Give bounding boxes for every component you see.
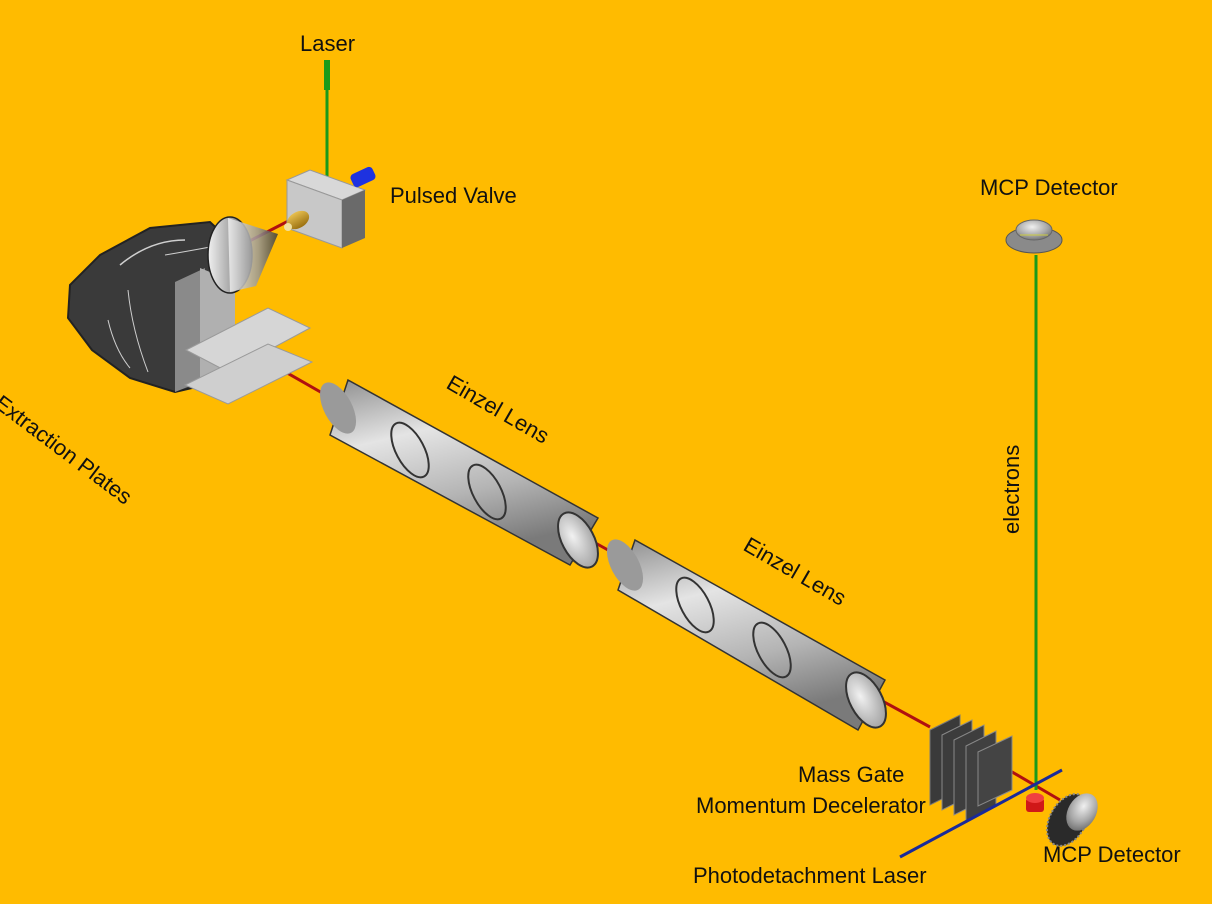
label-mass-gate: Mass Gate [798, 762, 905, 787]
label-laser: Laser [300, 31, 356, 56]
einzel-lens-1 [319, 378, 600, 569]
label-mcp-detector-top: MCP Detector [980, 175, 1118, 200]
mcp-detector-top [1005, 219, 1063, 254]
pulsed-valve [284, 166, 376, 249]
laser-beam [324, 60, 330, 186]
interaction-point-marker [1026, 793, 1044, 812]
label-photodetachment-laser: Photodetachment Laser [693, 863, 927, 888]
label-momentum-decelerator: Momentum Decelerator [696, 793, 926, 818]
photodetachment-laser-beam [899, 768, 1063, 859]
ion-beam [211, 213, 1061, 802]
label-pulsed-valve: Pulsed Valve [390, 183, 517, 208]
label-electrons: electrons [999, 444, 1024, 534]
einzel-lens-2 [606, 538, 887, 732]
extraction-plates [183, 307, 314, 405]
mcp-detector-bottom [1046, 793, 1098, 847]
skimmer-cone [207, 216, 278, 294]
mass-gate-decelerator [929, 714, 1013, 822]
label-mcp-detector-bottom: MCP Detector [1043, 842, 1181, 867]
